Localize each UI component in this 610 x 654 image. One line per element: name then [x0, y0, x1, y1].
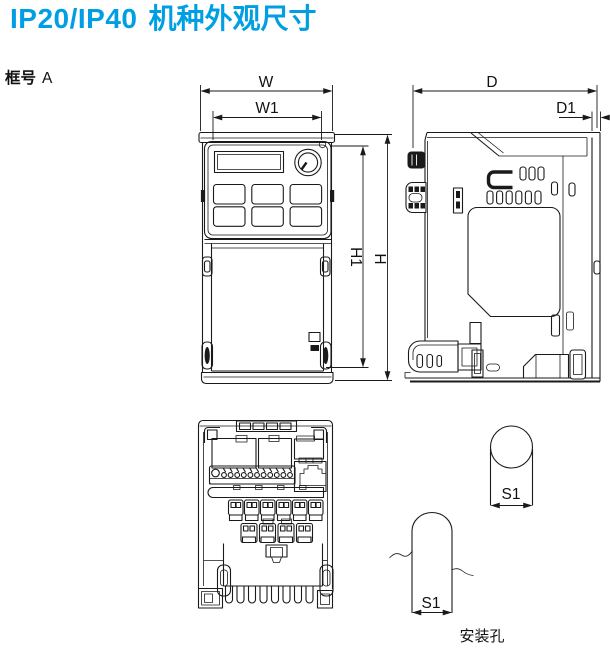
- front-cover: [201, 243, 332, 372]
- side-terminal-cover: [407, 340, 482, 373]
- keypad-knob: [294, 148, 322, 177]
- title-subject: 机种外观尺寸: [148, 3, 317, 34]
- front-view-dimension-lines: [200, 85, 392, 381]
- dim-label-w1: W1: [255, 100, 279, 117]
- bottom-view: [197, 419, 334, 609]
- keypad-panel: [200, 140, 335, 240]
- frame-label: 框号 A: [5, 66, 52, 88]
- mounting-hole-caption: 安装孔: [459, 628, 505, 645]
- side-view: [404, 85, 610, 383]
- side-view-dimension-lines: [412, 85, 610, 148]
- mounting-hole-notch: [389, 512, 474, 616]
- mounting-hole-keyhole: [489, 425, 534, 509]
- side-connector: [405, 181, 427, 214]
- title-model: IP20/IP40: [10, 3, 138, 34]
- keypad-display: [213, 150, 285, 174]
- side-vents: [486, 166, 576, 205]
- motor-terminals: [240, 518, 314, 544]
- heatsink-fins: [197, 585, 334, 609]
- front-view: [198, 85, 392, 385]
- page-title: IP20/IP40 机种外观尺寸: [10, 3, 317, 35]
- rj45-port: [293, 457, 327, 493]
- dim-label-d1: D1: [556, 100, 576, 117]
- frame-label-prefix: 框号: [5, 70, 37, 87]
- dim-label-h: H: [371, 253, 388, 265]
- dim-label-d: D: [486, 74, 498, 91]
- control-terminals: [208, 465, 296, 485]
- power-terminals: [227, 499, 324, 522]
- led-indicator: [318, 140, 327, 149]
- dim-label-s1-keyhole: S1: [501, 486, 521, 503]
- side-knob: [407, 151, 426, 169]
- dim-label-h1: H1: [347, 247, 364, 267]
- keypad-buttons: [212, 183, 323, 227]
- dim-label-w: W: [258, 74, 274, 91]
- frame-label-value: A: [42, 70, 53, 87]
- dim-label-s1-notch: S1: [421, 595, 441, 612]
